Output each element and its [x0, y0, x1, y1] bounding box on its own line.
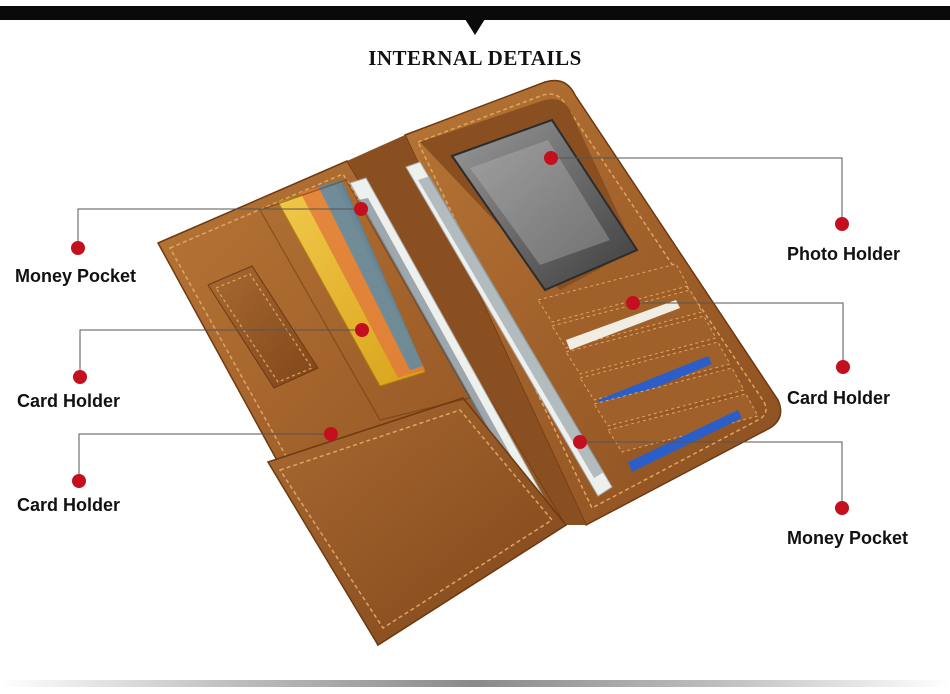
callout-dot-photo-holder-end [835, 217, 849, 231]
label-money-pocket-right: Money Pocket [787, 528, 909, 548]
page-title: INTERNAL DETAILS [368, 46, 582, 70]
label-card-holder-left-1: Card Holder [17, 391, 121, 411]
callout-dot-money-pocket-right-end [835, 501, 849, 515]
small-pocket-left [207, 265, 319, 389]
label-photo-holder: Photo Holder [787, 244, 900, 264]
cards-left [277, 180, 426, 387]
callout-line-money-pocket-right [580, 441, 843, 508]
callout-line-card-holder-left-2 [78, 433, 331, 481]
callout-line-photo-holder [551, 157, 843, 224]
callout-dot-money-pocket-left-start [354, 202, 368, 216]
bottom-divider [0, 680, 950, 687]
callout-line-card-holder-right [633, 302, 844, 367]
callout-lines [77, 157, 844, 508]
callout-dot-card-holder-left-2-start [324, 427, 338, 441]
top-bar [0, 6, 950, 20]
card-slot-left [259, 179, 471, 421]
callout-dot-card-holder-right-end [836, 360, 850, 374]
label-card-holder-left-2: Card Holder [17, 495, 121, 515]
label-money-pocket-left: Money Pocket [15, 266, 137, 286]
callout-dot-card-holder-left-1-start [355, 323, 369, 337]
bills-right [405, 161, 613, 497]
card-slots-right [537, 263, 759, 472]
wallet-spine [347, 135, 586, 525]
callout-dot-card-holder-left-1-end [73, 370, 87, 384]
callout-dot-money-pocket-right-start [573, 435, 587, 449]
callout-dot-card-holder-left-2-end [72, 474, 86, 488]
down-arrow-icon [465, 19, 485, 35]
label-card-holder-right: Card Holder [787, 388, 891, 408]
callout-dot-money-pocket-left-end [71, 241, 85, 255]
photo-window [420, 99, 639, 292]
front-pocket-left [266, 397, 568, 647]
callout-line-card-holder-left-1 [79, 329, 362, 377]
callout-line-money-pocket-left [77, 208, 361, 248]
callout-dots [71, 151, 850, 515]
callout-dot-card-holder-right-start [626, 296, 640, 310]
callout-dot-photo-holder-start [544, 151, 558, 165]
